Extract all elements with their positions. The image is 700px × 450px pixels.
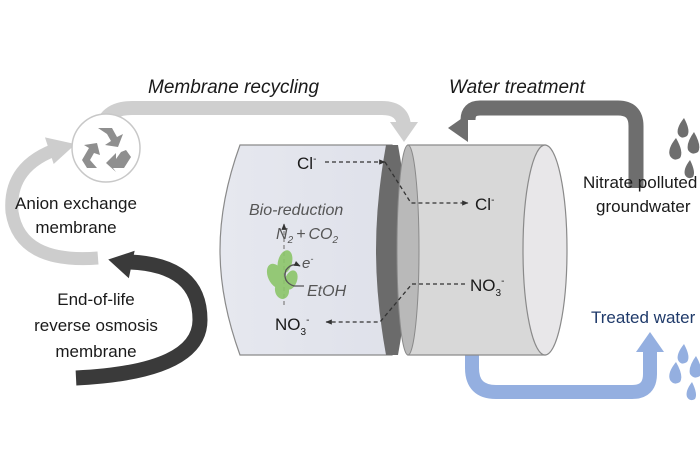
water-treatment-title: Water treatment (449, 77, 586, 98)
bacteria-icon (266, 250, 298, 299)
membrane-recycling-arrow (93, 101, 418, 145)
chloride-left: Cl- (297, 154, 316, 173)
reactor-cylinder (219, 144, 568, 356)
chloride-out-path (384, 161, 469, 206)
electron-flow-arrow (284, 261, 304, 287)
nitrate-left: NO3- (275, 315, 309, 338)
eol-label-3: membrane (55, 342, 136, 361)
anion-exchange-label-2: membrane (35, 218, 116, 237)
treated-water-label: Treated water (591, 308, 696, 327)
eol-label-2: reverse osmosis (34, 316, 158, 335)
nitrate-path (325, 283, 465, 325)
electron-label: e- (302, 254, 313, 272)
eol-label-1: End-of-life (57, 290, 134, 309)
nitrate-polluted-label-1: Nitrate polluted (583, 173, 697, 192)
bio-reduction-label: Bio-reduction (249, 202, 343, 219)
nitrate-polluted-label-2: groundwater (596, 197, 691, 216)
ion-transport-paths (281, 159, 469, 325)
right-end-cap (522, 144, 568, 356)
membrane-recycling-title: Membrane recycling (148, 77, 319, 98)
treated-water-droplets-icon (669, 344, 700, 401)
recycle-icon (71, 113, 141, 183)
water-treatment-arrow (448, 100, 644, 188)
water-droplets-icon (669, 118, 700, 179)
chloride-right: Cl- (475, 195, 494, 214)
treated-water-arrow (465, 332, 664, 399)
anion-exchange-loop-arrow (5, 137, 99, 266)
left-chamber (219, 144, 393, 356)
end-of-life-arrow (75, 250, 208, 386)
anion-exchange-label-1: Anion exchange (15, 194, 137, 213)
ethanol-label: EtOH (307, 283, 347, 300)
membrane-face (396, 144, 420, 356)
nitrate-right: NO3- (470, 276, 504, 299)
products-label: N2+CO2 (276, 226, 338, 246)
